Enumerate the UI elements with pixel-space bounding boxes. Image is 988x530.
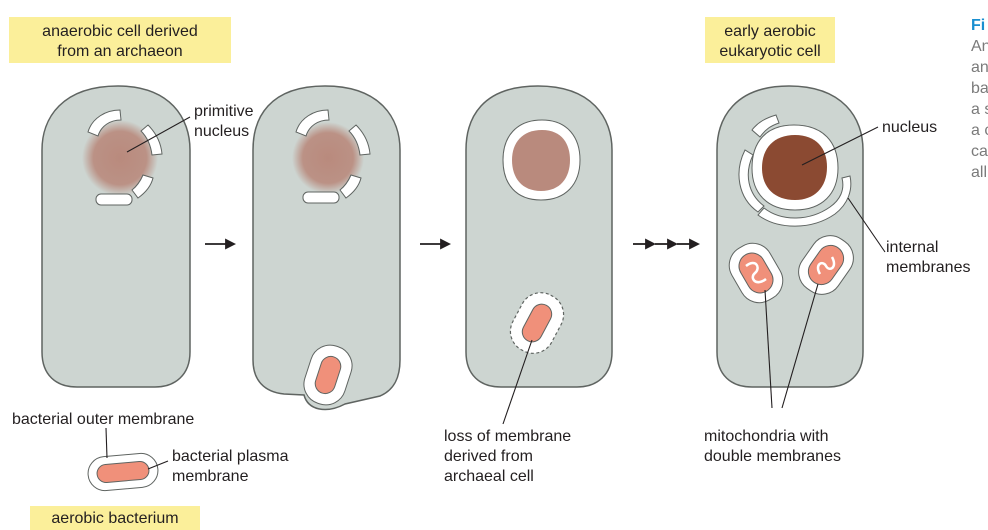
arrow-2: [420, 240, 449, 248]
cell-4-nucleus: [762, 135, 827, 200]
nucleus-label: nucleus: [882, 119, 937, 136]
internal-membranes-label-line1: internal: [886, 239, 938, 256]
early-aerobic-label-line2: eukaryotic cell: [719, 43, 820, 60]
cell-engulfing: [253, 86, 400, 410]
mitochondria-label-line1: mitochondria with: [704, 428, 829, 445]
bacterial-outer-membrane-label: bacterial outer membrane: [12, 411, 194, 428]
figure-caption-cropped: Fi An an ba a s a c ca all: [971, 17, 988, 181]
caption-line: An: [971, 38, 988, 55]
mitochondria-label-line2: double membranes: [704, 448, 841, 465]
bacterial-plasma-membrane-label-line2: membrane: [172, 468, 249, 485]
caption-line: a s: [971, 101, 988, 118]
loss-of-membrane-label-line3: archaeal cell: [444, 468, 534, 485]
caption-line: a c: [971, 122, 988, 139]
cell-anaerobic: [42, 86, 190, 387]
primitive-nucleus-label-line2: nucleus: [194, 123, 249, 140]
label-box-aerobic-bacterium: aerobic bacterium: [30, 506, 200, 530]
caption-line: all: [971, 164, 987, 181]
caption-line: an: [971, 59, 988, 76]
anaerobic-cell-label-line1: anaerobic cell derived: [42, 23, 198, 40]
bacterial-plasma-membrane-label-line1: bacterial plasma: [172, 448, 289, 465]
caption-line: ba: [971, 80, 988, 97]
caption-line: ca: [971, 143, 988, 160]
cell-3-nucleus: [512, 130, 570, 191]
primitive-nucleus-label-line1: primitive: [194, 103, 254, 120]
loss-of-membrane-label-line2: derived from: [444, 448, 533, 465]
label-box-early-aerobic-eukaryotic-cell: early aerobic eukaryotic cell: [705, 17, 835, 63]
arrow-1: [205, 240, 234, 248]
internal-membranes-label-line2: membranes: [886, 259, 970, 276]
free-aerobic-bacterium: [87, 452, 160, 492]
cell-membrane-loss: [466, 86, 612, 387]
label-box-anaerobic-cell: anaerobic cell derived from an archaeon: [9, 17, 231, 63]
aerobic-bacterium-label: aerobic bacterium: [51, 510, 178, 527]
triple-arrow: [633, 240, 698, 248]
cell-early-aerobic-eukaryote: [717, 86, 863, 387]
loss-of-membrane-label-line1: loss of membrane: [444, 428, 571, 445]
early-aerobic-label-line1: early aerobic: [724, 23, 816, 40]
anaerobic-cell-label-line2: from an archaeon: [57, 43, 182, 60]
caption-title: Fi: [971, 17, 985, 34]
